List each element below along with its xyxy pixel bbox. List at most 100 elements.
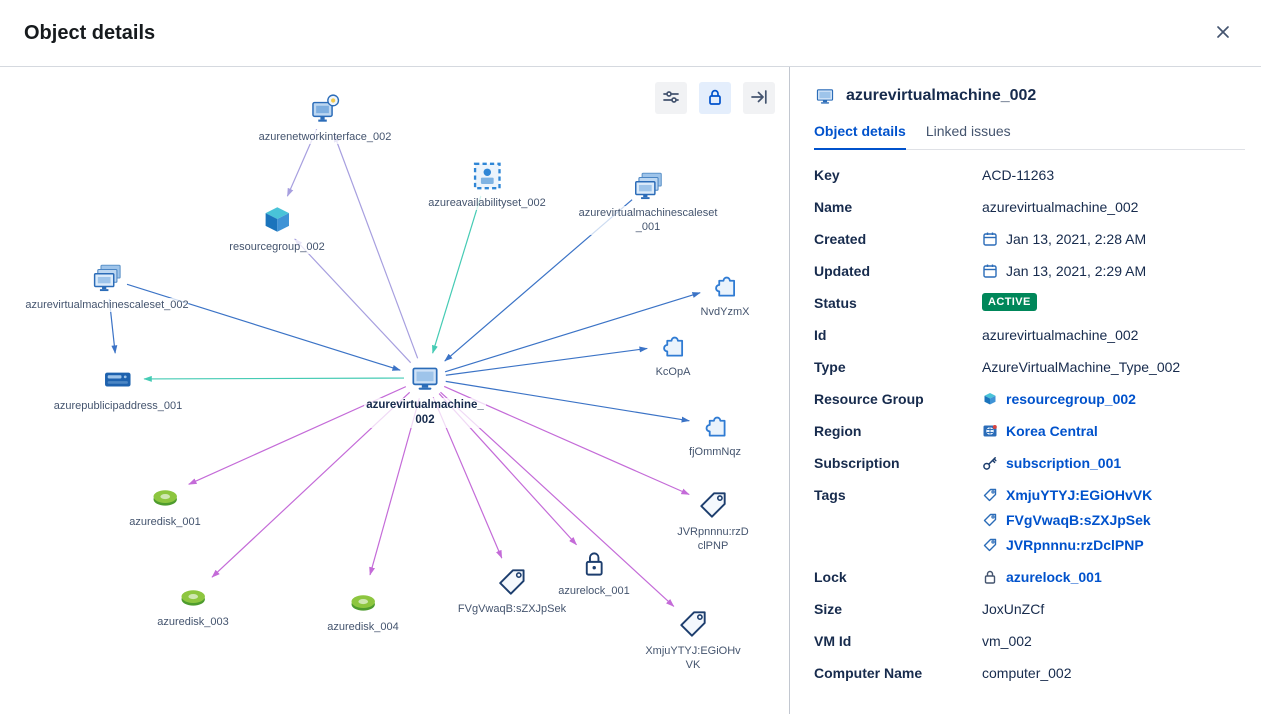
attribute-label: Subscription — [814, 455, 900, 471]
attribute-value: azurevirtualmachine_002 — [982, 325, 1245, 345]
graph-edge — [432, 195, 482, 354]
sliders-icon — [661, 87, 681, 110]
public-ip-icon — [101, 362, 135, 396]
attribute-value: ACTIVE — [982, 293, 1245, 311]
graph-node-vm[interactable]: azurevirtualmachine_002 — [364, 361, 486, 428]
object-title: azurevirtualmachine_002 — [846, 87, 1037, 104]
attribute-value: subscription_001 — [982, 453, 1245, 473]
graph-node-rg[interactable]: resourcegroup_002 — [229, 203, 325, 255]
attribute-label: Region — [814, 423, 862, 439]
graph-node-label: NvdYzmX — [700, 305, 750, 320]
attribute-value: Jan 13, 2021, 2:29 AM — [982, 261, 1245, 281]
graph-node-vmss1[interactable]: azurevirtualmachinescaleset_001 — [577, 169, 719, 235]
graph-edge — [143, 375, 405, 382]
attribute-text: azurevirtualmachine_002 — [982, 199, 1139, 215]
attribute-label: Size — [814, 601, 843, 617]
graph-node-disk3[interactable]: azuredisk_003 — [157, 578, 229, 630]
puzzle-icon — [708, 268, 742, 302]
attribute-label: Id — [814, 327, 827, 343]
lock-layout-button[interactable] — [699, 82, 731, 114]
graph-node-pip[interactable]: azurepublicipaddress_001 — [53, 362, 183, 414]
graph-node-label: azureavailabilityset_002 — [428, 196, 546, 211]
panel-title-row: azurevirtualmachine_002 — [814, 85, 1245, 107]
tag-link[interactable]: FVgVwaqB:sZXJpSek — [1006, 512, 1151, 528]
graph-node-jvr[interactable]: JVRpnnnu:rzDclPNP — [675, 488, 751, 554]
attribute-link[interactable]: azurelock_001 — [1006, 569, 1102, 585]
availability-set-icon — [470, 159, 504, 193]
tabs: Object details Linked issues — [814, 123, 1245, 150]
tag-icon — [982, 487, 998, 503]
graph-node-label: azurepublicipaddress_001 — [53, 399, 183, 414]
attribute-value: JoxUnZCf — [982, 599, 1245, 619]
graph-edge — [444, 292, 701, 373]
disk-icon — [148, 478, 182, 512]
graph-node-fvg[interactable]: FVgVwaqB:sZXJpSek — [457, 565, 567, 617]
calendar-icon — [982, 263, 998, 279]
puzzle-icon — [698, 408, 732, 442]
attribute-link[interactable]: subscription_001 — [1006, 455, 1122, 471]
attribute-row-subscription: Subscription subscription_001 — [814, 447, 1245, 479]
attribute-link[interactable]: Korea Central — [1006, 423, 1098, 439]
tab-linked-issues[interactable]: Linked issues — [925, 123, 1011, 139]
exit-graph-button[interactable] — [743, 82, 775, 114]
details-panel: azurevirtualmachine_002 Object details L… — [790, 67, 1261, 714]
graph-node-nvd[interactable]: NvdYzmX — [700, 268, 750, 320]
graph-node-xmj[interactable]: XmjuYTYJ:EGiOHvVK — [645, 607, 741, 673]
vm-icon — [408, 361, 442, 395]
graph-node-label: azurelock_001 — [558, 584, 630, 599]
graph-node-disk4[interactable]: azuredisk_004 — [327, 583, 399, 635]
attribute-label: VM Id — [814, 633, 852, 649]
close-icon — [1215, 24, 1231, 43]
attribute-label: Updated — [814, 263, 870, 279]
tag-shape-icon — [696, 488, 730, 522]
graph-node-avset[interactable]: azureavailabilityset_002 — [428, 159, 546, 211]
attribute-text: JoxUnZCf — [982, 601, 1045, 617]
graph-node-label: JVRpnnnu:rzDclPNP — [675, 525, 751, 554]
graph-node-label: azurevirtualmachinescaleset_002 — [25, 298, 189, 313]
graph-node-fjo[interactable]: fjOmmNqz — [689, 408, 741, 460]
attribute-label: Resource Group — [814, 391, 924, 407]
graph-node-disk1[interactable]: azuredisk_001 — [129, 478, 201, 530]
attribute-value: azurelock_001 — [982, 567, 1245, 587]
tag-link[interactable]: XmjuYTYJ:EGiOHvVK — [1006, 487, 1153, 503]
lock-icon — [982, 569, 998, 585]
graph-node-lock1[interactable]: azurelock_001 — [558, 547, 630, 599]
graph-node-kcopa[interactable]: KcOpA — [655, 328, 691, 380]
disk-icon — [346, 583, 380, 617]
attribute-text: ACD-11263 — [982, 167, 1055, 183]
graph-edge — [445, 380, 690, 423]
graph-edge — [333, 133, 419, 359]
graph-node-ni[interactable]: azurenetworkinterface_002 — [258, 93, 392, 145]
attribute-link[interactable]: resourcegroup_002 — [1006, 391, 1136, 407]
tag-icon — [982, 512, 998, 528]
status-badge: ACTIVE — [982, 293, 1037, 311]
attribute-label: Type — [814, 359, 846, 375]
attribute-row-vm-id: VM Id vm_002 — [814, 625, 1245, 657]
attribute-label: Created — [814, 231, 867, 247]
lock-shape-icon — [577, 547, 611, 581]
attribute-value: vm_002 — [982, 631, 1245, 651]
vm-scale-set-icon — [631, 169, 665, 203]
graph-canvas: azurenetworkinterface_002 azureavailabili… — [0, 67, 789, 714]
vm-icon — [814, 85, 836, 107]
attribute-label: Lock — [814, 569, 847, 585]
attribute-label: Tags — [814, 487, 846, 503]
attribute-row-updated: Updated Jan 13, 2021, 2:29 AM — [814, 255, 1245, 287]
graph-node-vmss2[interactable]: azurevirtualmachinescaleset_002 — [25, 261, 189, 313]
page-title: Object details — [24, 21, 156, 44]
graph-area: azurenetworkinterface_002 azureavailabili… — [0, 67, 790, 714]
tab-object-details[interactable]: Object details — [814, 123, 906, 150]
graph-node-label: azuredisk_003 — [157, 615, 229, 630]
graph-settings-button[interactable] — [655, 82, 687, 114]
attribute-text: vm_002 — [982, 633, 1032, 649]
attribute-row-size: Size JoxUnZCf — [814, 593, 1245, 625]
tag-link[interactable]: JVRpnnnu:rzDclPNP — [1006, 537, 1144, 553]
close-button[interactable] — [1209, 19, 1237, 47]
modal-header: Object details — [0, 0, 1261, 67]
